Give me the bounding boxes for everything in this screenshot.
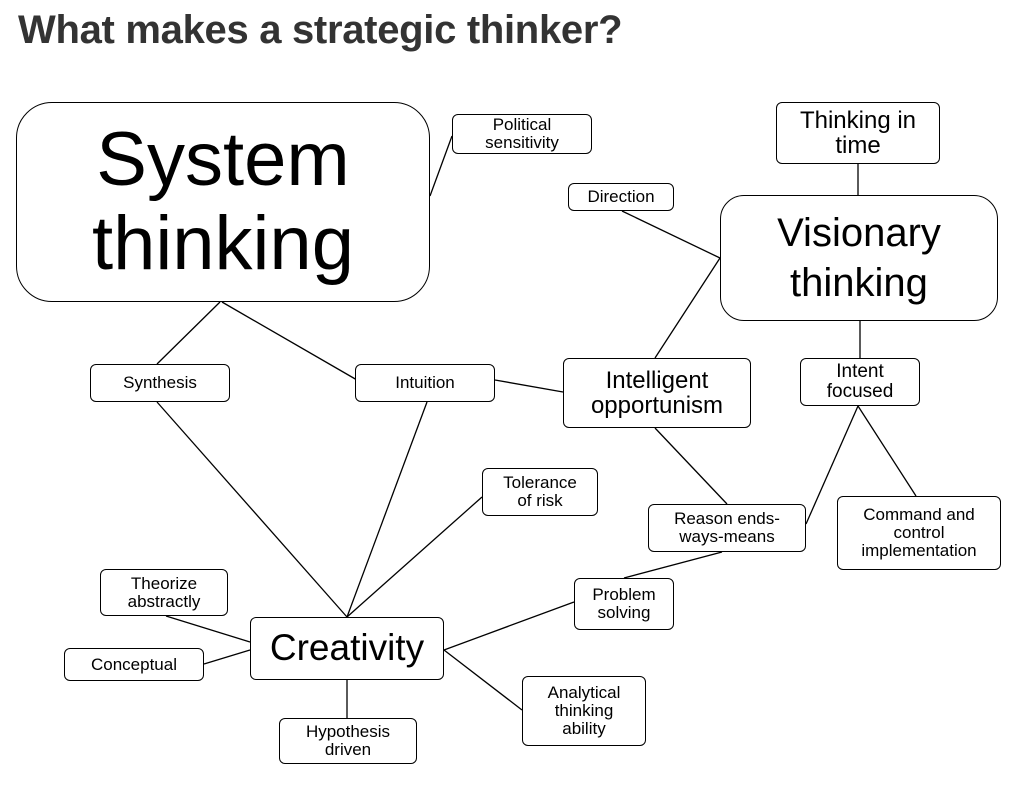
edge-intent-reason: [805, 405, 859, 525]
edge-direction-visionary: [621, 210, 721, 259]
edge-synthesis-creativity: [156, 401, 348, 618]
edge-problem-creativity: [443, 601, 575, 651]
edge-system-political: [429, 135, 453, 197]
node-political-sensitivity: Political sensitivity: [452, 114, 592, 154]
node-visionary-thinking: Visionary thinking: [720, 195, 998, 321]
node-intent-focused: Intent focused: [800, 358, 920, 406]
edge-intent-command: [857, 405, 917, 497]
edge-theorize-creativity: [165, 615, 251, 643]
edge-reason-problem: [623, 551, 723, 579]
node-problem-solving: Problem solving: [574, 578, 674, 630]
node-direction: Direction: [568, 183, 674, 211]
node-theorize-abstractly: Theorize abstractly: [100, 569, 228, 616]
edge-system-intuition: [221, 301, 358, 381]
node-system-thinking: System thinking: [16, 102, 430, 302]
node-creativity: Creativity: [250, 617, 444, 680]
edge-risk-creativity: [346, 496, 483, 618]
node-thinking-in-time: Thinking in time: [776, 102, 940, 164]
edge-intuition-creativity: [346, 401, 428, 618]
node-analytical-thinking: Analytical thinking ability: [522, 676, 646, 746]
edge-opportunism-visionary: [654, 257, 721, 359]
node-tolerance-of-risk: Tolerance of risk: [482, 468, 598, 516]
edge-system-synthesis: [156, 301, 221, 365]
edge-opportunism-reason: [654, 427, 728, 505]
node-hypothesis-driven: Hypothesis driven: [279, 718, 417, 764]
node-conceptual: Conceptual: [64, 648, 204, 681]
node-intuition: Intuition: [355, 364, 495, 402]
node-synthesis: Synthesis: [90, 364, 230, 402]
edge-conceptual-creativity: [203, 649, 251, 665]
node-intelligent-opportunism: Intelligent opportunism: [563, 358, 751, 428]
page-title: What makes a strategic thinker?: [18, 8, 623, 52]
edge-intuition-opportunism: [494, 379, 564, 393]
node-reason-ends-ways-means: Reason ends- ways-means: [648, 504, 806, 552]
node-command-and-control: Command and control implementation: [837, 496, 1001, 570]
edge-creativity-analytical: [443, 649, 523, 711]
